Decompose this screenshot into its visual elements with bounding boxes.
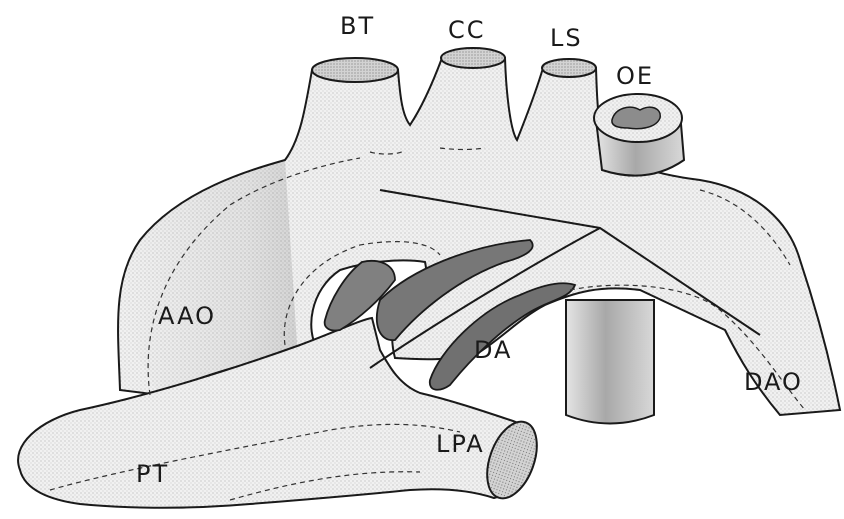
label-aao: AAO — [158, 304, 216, 328]
label-ls: LS — [550, 26, 583, 50]
label-bt: BT — [340, 14, 375, 38]
label-lpa: LPA — [436, 432, 485, 456]
ls-vessel-opening — [542, 59, 596, 77]
label-dao: DAO — [744, 370, 803, 394]
label-cc: CC — [448, 18, 486, 42]
cc-vessel-opening — [441, 48, 505, 68]
oesophagus-upper-section — [594, 94, 684, 176]
label-pt: PT — [136, 462, 169, 486]
bt-vessel-opening — [312, 58, 398, 82]
label-oe: OE — [616, 64, 654, 88]
oesophagus-lower-tube — [566, 300, 654, 424]
label-da: DA — [474, 338, 512, 362]
